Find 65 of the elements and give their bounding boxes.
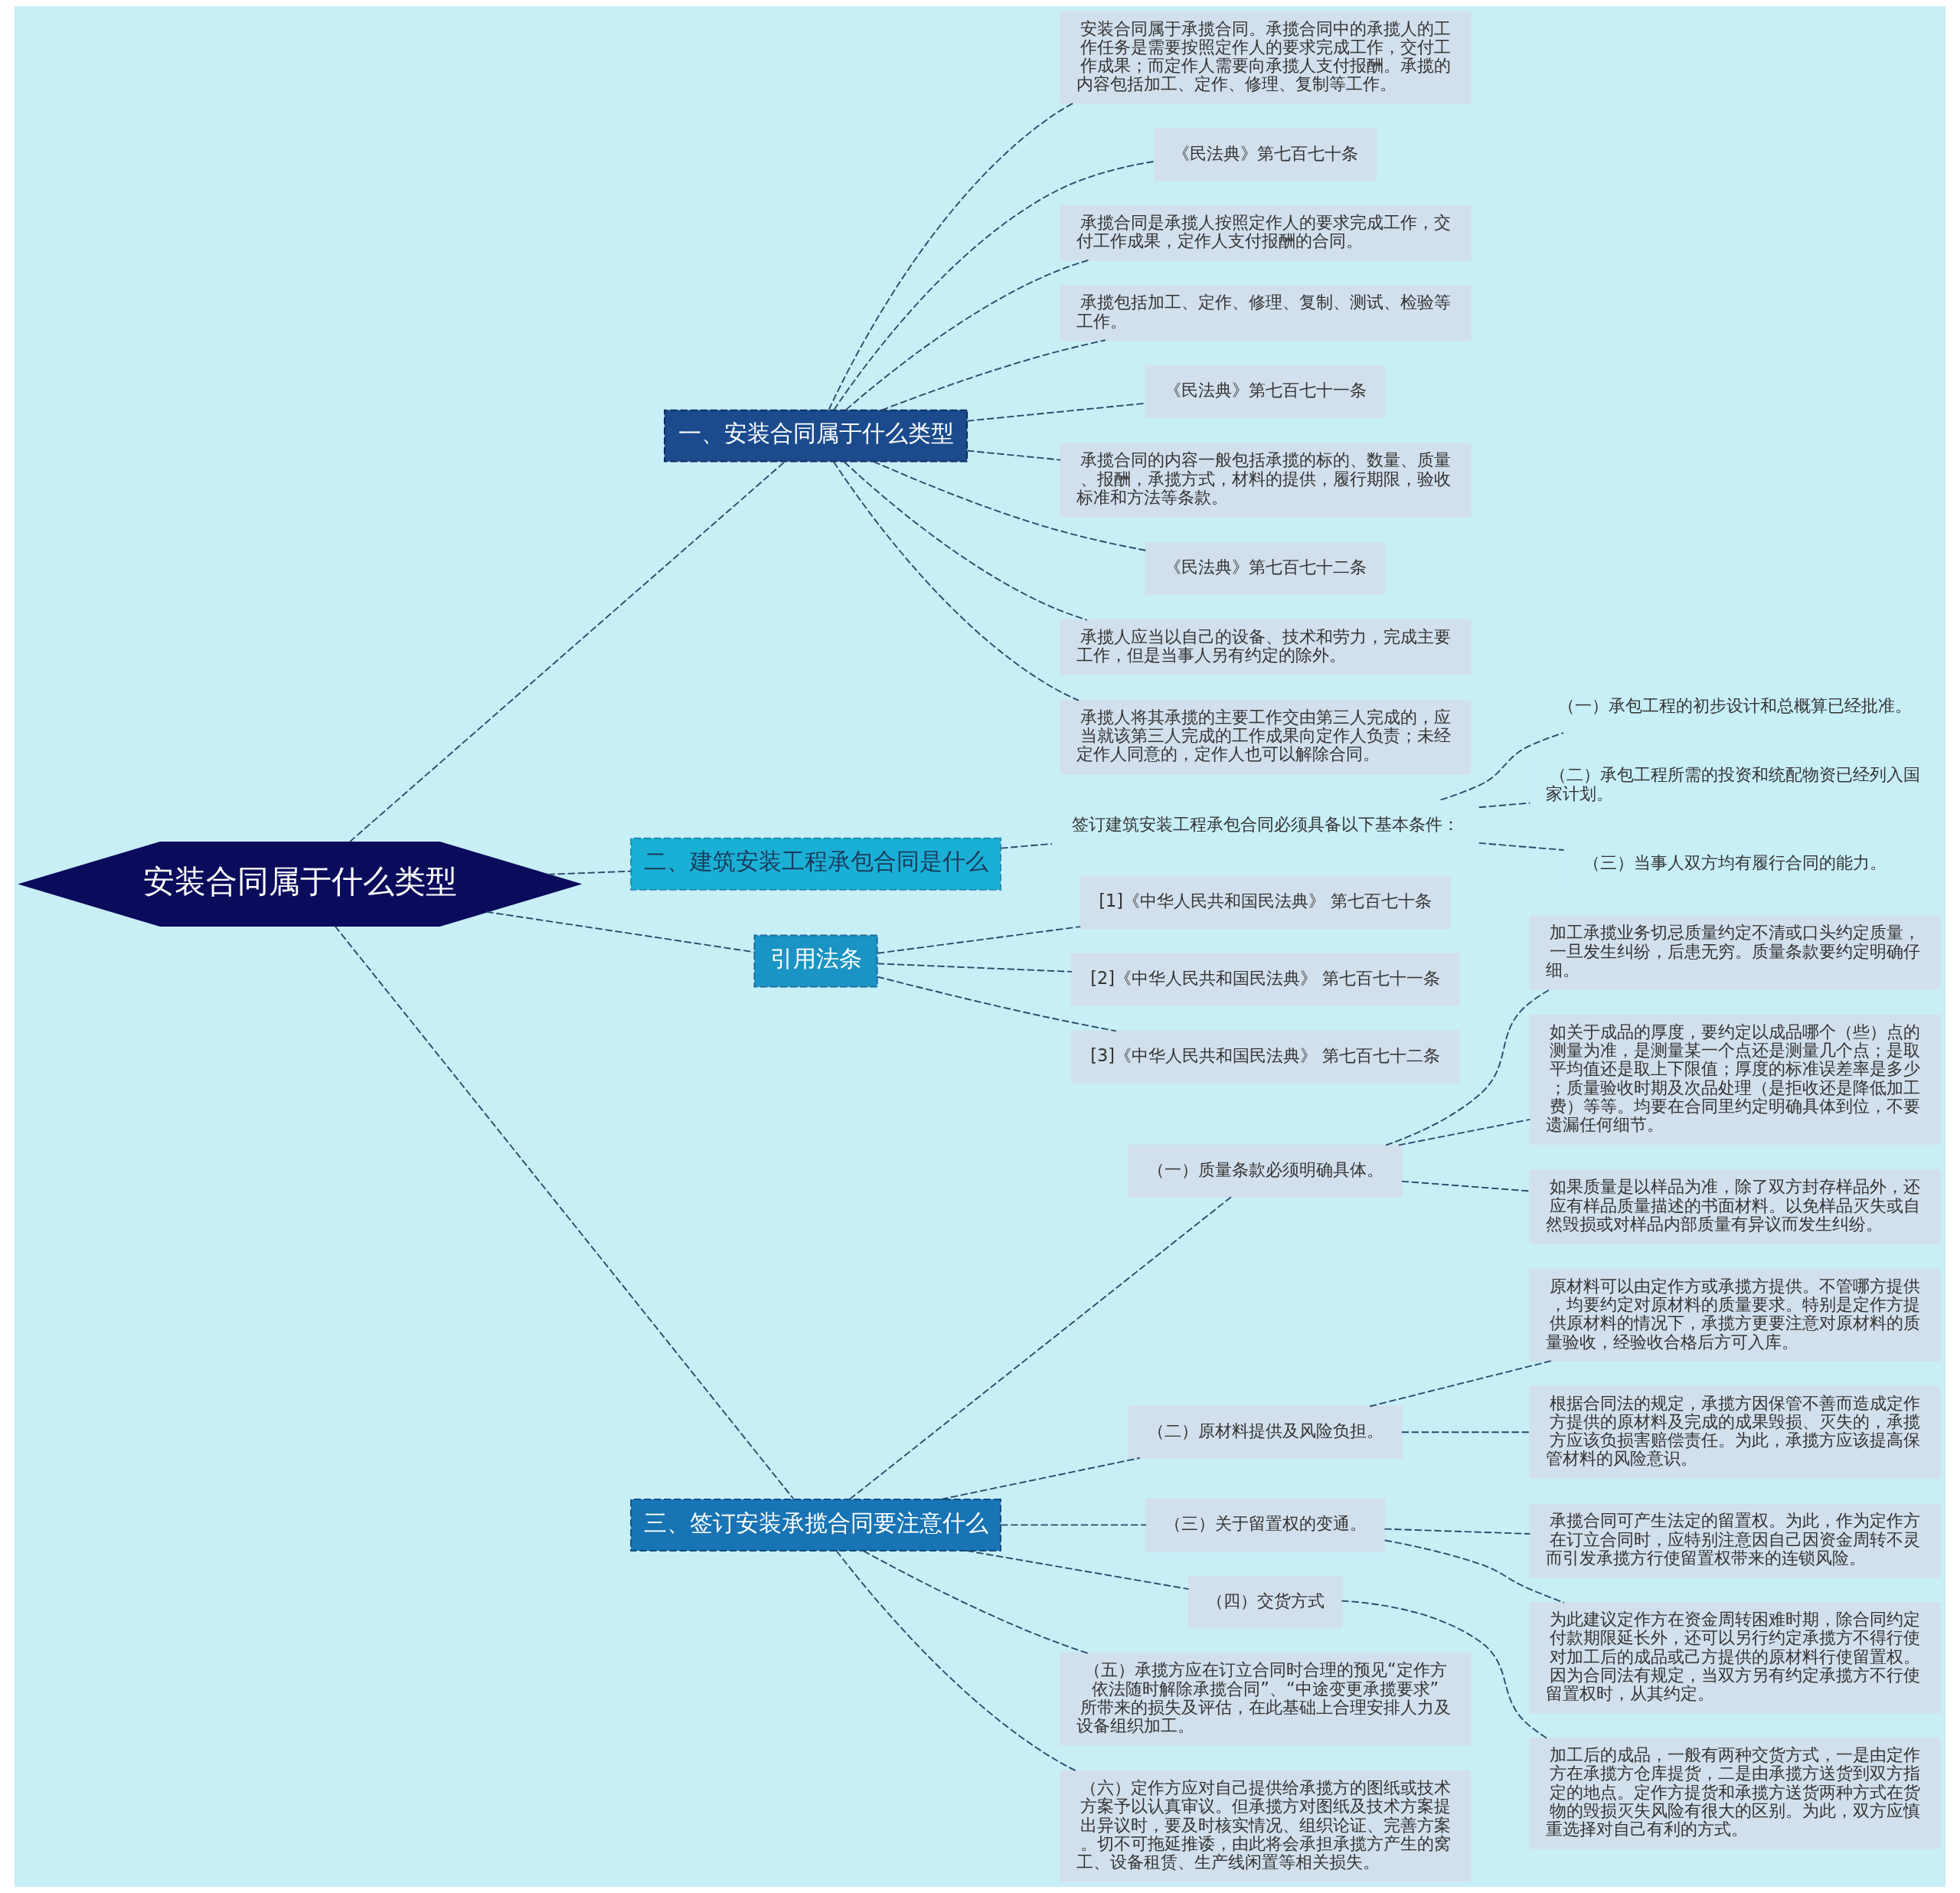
node-text: 签订建筑安装工程承包合同必须具备以下基本条件：	[1071, 813, 1459, 834]
connector	[547, 870, 632, 875]
connector	[876, 976, 1117, 1032]
connector	[965, 1550, 1190, 1591]
node-box: 原材料可以由定作方或承揽方提供。不管哪方提供，均要约定对原材料的质量要求。特别是定作方提供原材料的情况下，承揽方更要注意对原材料的质量验收，经验收合格后方可入库。	[1529, 1268, 1941, 1362]
connector	[833, 160, 1155, 411]
connector	[877, 963, 1073, 973]
node-box: 《民法典》第七百七十二条	[1145, 542, 1386, 595]
connector	[1000, 1524, 1147, 1526]
node-text: （三）当事人双方均有履行合同的能力。	[1583, 852, 1887, 873]
node-box: 承揽人将其承揽的主要工作交由第三人完成的，应当就该第三人完成的工作成果向定作人负责；未经定作人同意的，定作人也可以解除合同。	[1060, 700, 1472, 774]
connector	[862, 1550, 1089, 1654]
node-box: 加工后的成品，一般有两种交货方式，一是由定作方在承揽方仓库提货，二是由承揽方送货到双方指定的地点。定作方提货和承揽方送货两种方式在货物的毁损灭失风险有很大的区别。为此，双方应慎重选择对自己有利的方式。	[1529, 1738, 1941, 1849]
node-box: 承揽合同的内容一般包括承揽的标的、数量、质量、报酬，承揽方式，材料的提供，履行期限，验收标准和方法等条款。	[1060, 443, 1472, 518]
connector	[843, 461, 1088, 621]
node-box: 承揽人应当以自己的设备、技术和劳力，完成主要工作，但是当事人另有约定的除外。	[1060, 619, 1472, 675]
connector	[880, 339, 1106, 411]
connector	[334, 925, 795, 1500]
connector	[845, 259, 1089, 411]
node-box: （六）定作方应对自己提供给承揽方的图纸或技术方案予以认真审议。但承揽方对图纸及技术方案提出异议时，要及时核实情况、组织论证、完善方案。切不可拖延推诿，由此将会承担承揽方产生的窝工、设备租赁、生产线闲置等相关损失。	[1060, 1770, 1472, 1882]
node-box: 安装合同属于承揽合同。承揽合同中的承揽人的工作任务是需要按照定作人的要求完成工作，交付工作成果；而定作人需要向承揽人支付报酬。承揽的内容包括加工、定作、修理、复制等工作。	[1060, 11, 1472, 104]
connector	[873, 460, 1147, 551]
connector	[835, 1550, 1077, 1772]
node-box: 二、建筑安装工程承包合同是什么	[630, 837, 1001, 891]
connector	[1383, 1528, 1531, 1535]
node-box: （一）质量条款必须明确具体。	[1128, 1144, 1403, 1198]
node-box: 根据合同法的规定，承揽方因保管不善而造成定作方提供的原材料及完成的成果毁损、灭失的，承揽方应该负损害赔偿责任。为此，承揽方应该提高保管材料的风险意识。	[1529, 1385, 1941, 1479]
connector	[1478, 802, 1531, 809]
connector	[1401, 1431, 1530, 1434]
connector	[966, 450, 1061, 461]
connector	[348, 460, 786, 843]
connector	[1439, 732, 1564, 801]
node-box: 承揽合同是承揽人按照定作人的要求完成工作，交付工作成果，定作人支付报酬的合同。	[1060, 205, 1472, 261]
node-box: （五）承揽方应在订立合同时合理的预见“定作方依法随时解除承揽合同”、“中途变更承揽要求”所带来的损失及评估，在此基础上合理安排人力及设备组织加工。	[1060, 1653, 1472, 1746]
connector	[833, 461, 1080, 701]
node-box: 引用法条	[753, 934, 878, 988]
node-box: 如关于成品的厚度，要约定以成品哪个（些）点的测量为准，是测量某一个点还是测量几个点；是取平均值还是取上下限值；厚度的标准误差率是多少；质量验收时期及次品处理（是拒收还是降低加工费）等等。均要在合同里约定明确具体到位，不要遗漏任何细节。	[1529, 1015, 1941, 1145]
connector	[485, 911, 756, 953]
node-text: （二）承包工程所需的投资和统配物资已经列入国家计划。	[1546, 764, 1921, 803]
node-box: [3]《中华人民共和国民法典》 第七百七十二条	[1071, 1030, 1460, 1084]
node-box: 如果质量是以样品为准，除了双方封存样品外，还应有样品质量描述的书面材料。以免样品灭失或自然毁损或对样品内部质量有异议而发生纠纷。	[1529, 1169, 1941, 1244]
node-box: [2]《中华人民共和国民法典》 第七百七十一条	[1071, 953, 1460, 1006]
connector	[1000, 842, 1053, 849]
node-box: [1]《中华人民共和国民法典》 第七百七十条	[1080, 876, 1452, 930]
connector	[1478, 842, 1565, 851]
node-box: 为此建议定作方在资金周转困难时期，除合同约定付款期限延长外，还可以另行约定承揽方不得行使对加工后的成品或己方提供的原材料行使留置权。因为合同法有规定，当双方另有约定承揽方不行使留置权时，从其约定。	[1529, 1602, 1941, 1714]
node-box: 一、安装合同属于什么类型	[664, 409, 969, 463]
connector	[1397, 1118, 1531, 1146]
connector	[828, 103, 1074, 410]
node-box: 《民法典》第七百七十条	[1154, 128, 1377, 181]
connector	[848, 1196, 1232, 1500]
connector	[1401, 1180, 1530, 1192]
connector	[940, 1457, 1141, 1500]
connector	[877, 926, 1081, 954]
node-box: （三）关于留置权的变通。	[1145, 1498, 1386, 1551]
node-box: （四）交货方式	[1188, 1575, 1343, 1629]
connector	[1383, 1539, 1565, 1604]
node-text: （一）承包工程的初步设计和总概算已经批准。	[1558, 695, 1913, 716]
connector	[1369, 1360, 1553, 1407]
node-box: 三、签订安装承揽合同要注意什么	[630, 1498, 1001, 1551]
connector	[1341, 1600, 1548, 1739]
node-box: 承揽合同可产生法定的留置权。为此，作为定作方在订立合同时，应特别注意因自己因资金周转不灵而引发承揽方行使留置权带来的连锁风险。	[1529, 1503, 1941, 1578]
node-box: （二）原材料提供及风险负担。	[1128, 1405, 1403, 1459]
node-box: 承揽包括加工、定作、修理、复制、测试、检验等工作。	[1060, 285, 1472, 342]
node-box: 加工承揽业务切忌质量约定不清或口头约定质量，一旦发生纠纷，后患无穷。质量条款要约定明确仔细。	[1529, 915, 1941, 990]
